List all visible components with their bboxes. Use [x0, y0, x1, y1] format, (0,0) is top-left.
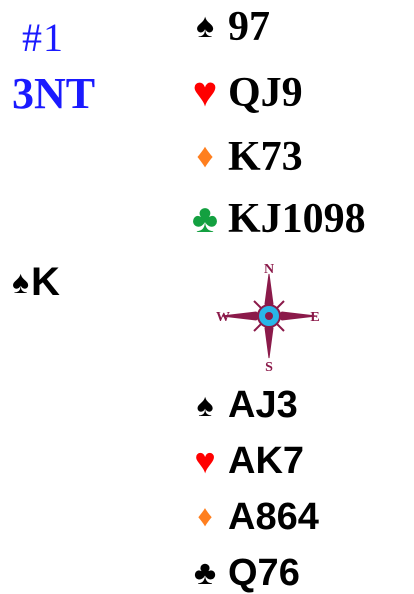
spade-icon: ♠ [196, 387, 214, 423]
north-spades-cards: 97 [228, 4, 270, 50]
diamond-icon: ♦ [197, 500, 213, 533]
south-clubs-cards: Q76 [228, 552, 300, 594]
north-hearts: ♥ QJ9 [186, 72, 303, 114]
compass-rose-icon: N S W E [216, 262, 320, 372]
north-diamonds-cards: K73 [228, 134, 303, 180]
compass-north-label: N [264, 262, 274, 277]
south-spades: ♠ AJ3 [186, 386, 298, 424]
heart-icon: ♥ [194, 440, 216, 481]
compass-south-label: S [265, 360, 273, 372]
club-icon: ♣ [191, 196, 219, 241]
north-spades: ♠ 97 [186, 6, 270, 48]
south-spades-cards: AJ3 [228, 384, 298, 426]
compass-west-label: W [216, 310, 230, 325]
north-clubs-cards: KJ1098 [228, 196, 366, 242]
opening-lead-card: K [31, 260, 60, 304]
spade-icon: ♠ [195, 8, 215, 45]
south-diamonds-cards: A864 [228, 496, 319, 538]
diamond-icon: ♦ [196, 138, 214, 175]
north-clubs: ♣ KJ1098 [186, 198, 366, 240]
compass-east-label: E [310, 310, 319, 325]
contract: 3NT [12, 69, 96, 118]
opening-lead: ♠ K [12, 262, 60, 302]
board-number: #1 [22, 15, 64, 60]
south-hearts: ♥ AK7 [186, 442, 304, 480]
heart-icon: ♥ [192, 70, 218, 116]
north-hearts-cards: QJ9 [228, 70, 303, 116]
spade-icon: ♠ [12, 264, 29, 300]
club-icon: ♣ [193, 554, 217, 592]
south-diamonds: ♦ A864 [186, 498, 319, 536]
north-diamonds: ♦ K73 [186, 134, 303, 180]
south-clubs: ♣ Q76 [186, 554, 300, 592]
south-hearts-cards: AK7 [228, 440, 305, 482]
